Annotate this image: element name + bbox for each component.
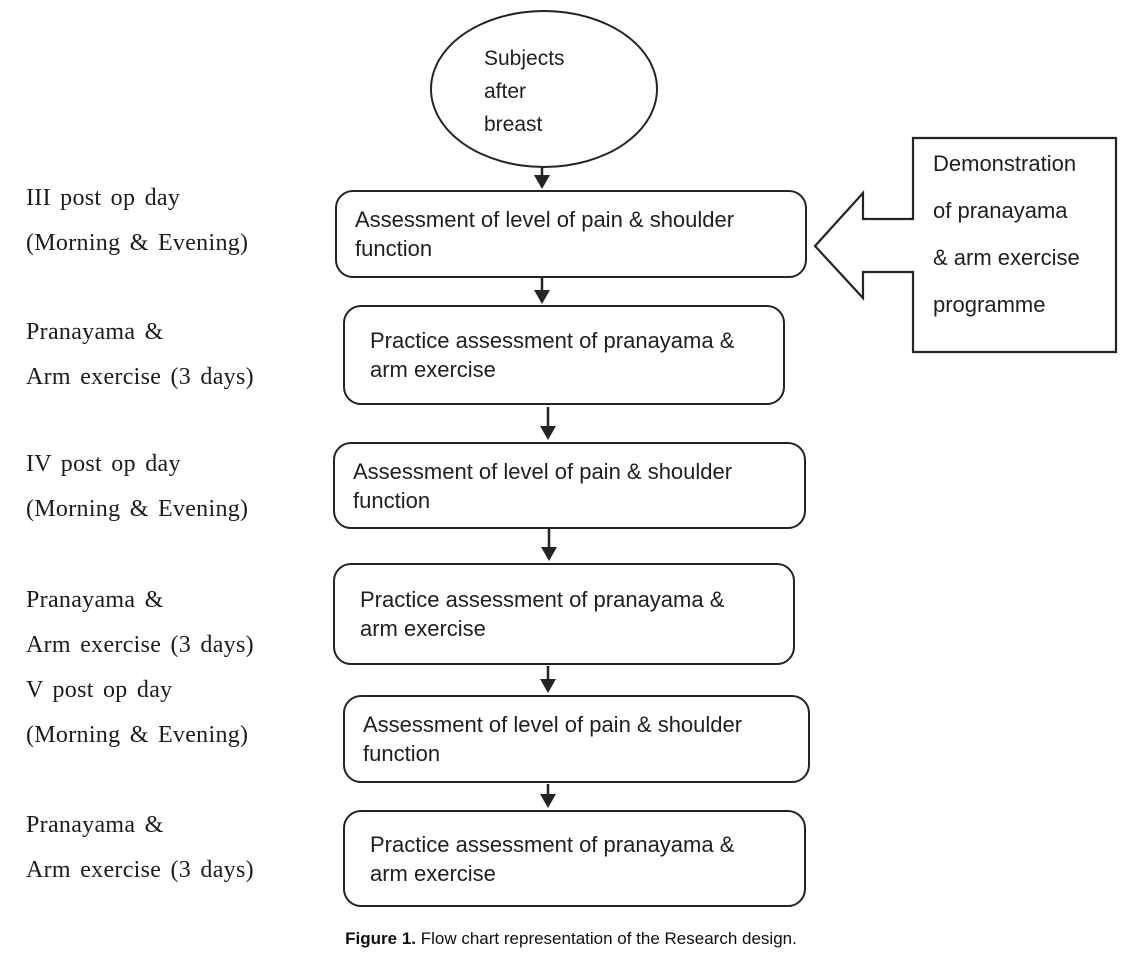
side-label-pranayama-3: Pranayama & Arm exercise (3 days) (26, 803, 254, 893)
flow-box-label: function (363, 741, 441, 766)
flow-box-label: arm exercise (360, 616, 486, 641)
flow-box-assessment-2: Assessment of level of pain & shoulder f… (333, 442, 806, 529)
flow-box-assessment-3: Assessment of level of pain & shoulder f… (343, 695, 810, 783)
side-label-line: Arm exercise (3 days) (26, 857, 254, 883)
flow-box-practice-2: Practice assessment of pranayama & arm e… (333, 563, 795, 665)
figure-caption-number: Figure 1. (345, 929, 417, 948)
flow-box-label: function (355, 236, 433, 261)
side-label-line: Arm exercise (3 days) (26, 632, 254, 658)
flow-box-label: arm exercise (370, 357, 496, 382)
flow-box-label: Assessment of level of pain & shoulder (363, 712, 743, 737)
side-label-v-post-op: V post op day (Morning & Evening) (26, 668, 248, 758)
side-label-line: III post op day (26, 185, 181, 211)
down-arrow-icon (540, 407, 556, 440)
flow-box-assessment-1: Assessment of level of pain & shoulder f… (335, 190, 807, 278)
side-label-pranayama-1: Pranayama & Arm exercise (3 days) (26, 310, 254, 400)
side-label-pranayama-2: Pranayama & Arm exercise (3 days) (26, 578, 254, 668)
demo-box-line: of pranayama (933, 198, 1068, 223)
down-arrow-icon (540, 666, 556, 693)
demo-box-line: & arm exercise (933, 245, 1080, 270)
start-ellipse (430, 10, 658, 168)
figure-caption-text: Flow chart representation of the Researc… (416, 929, 797, 948)
side-label-line: Arm exercise (3 days) (26, 364, 254, 390)
flow-box-label: Practice assessment of pranayama & (370, 831, 735, 857)
flow-box-label: function (353, 487, 431, 513)
side-label-line: (Morning & Evening) (26, 722, 249, 748)
start-ellipse-label: Subjects after breast (484, 42, 565, 141)
side-label-line: Pranayama & (26, 319, 164, 345)
start-ellipse-line: breast (484, 113, 543, 136)
side-label-iv-post-op: IV post op day (Morning & Evening) (26, 442, 248, 532)
side-label-line: Pranayama & (26, 812, 164, 838)
demo-box-label: Demonstration of pranayama & arm exercis… (933, 140, 1080, 328)
demo-box-line: Demonstration (933, 151, 1077, 176)
start-ellipse-line: Subjects (484, 47, 565, 70)
down-arrow-icon (541, 529, 557, 561)
flow-box-practice-1: Practice assessment of pranayama & arm e… (343, 305, 785, 405)
side-label-line: (Morning & Evening) (26, 496, 249, 522)
side-label-line: IV post op day (26, 451, 181, 477)
down-arrow-icon (534, 278, 550, 304)
demo-box-line: programme (933, 292, 1046, 317)
flow-box-label: Practice assessment of pranayama & (360, 587, 725, 612)
figure-caption: Figure 1. Flow chart representation of t… (0, 929, 1142, 949)
flow-box-label: arm exercise (370, 860, 496, 886)
down-arrow-icon (540, 784, 556, 808)
side-label-line: Pranayama & (26, 587, 164, 613)
flow-box-label: Assessment of level of pain & shoulder (353, 458, 733, 484)
side-label-iii-post-op: III post op day (Morning & Evening) (26, 176, 248, 266)
side-label-line: V post op day (26, 677, 173, 703)
flow-box-practice-3: Practice assessment of pranayama & arm e… (343, 810, 806, 907)
flow-box-label: Assessment of level of pain & shoulder (355, 207, 735, 232)
start-ellipse-line: after (484, 80, 527, 103)
side-label-line: (Morning & Evening) (26, 230, 249, 256)
flow-box-label: Practice assessment of pranayama & (370, 328, 735, 353)
